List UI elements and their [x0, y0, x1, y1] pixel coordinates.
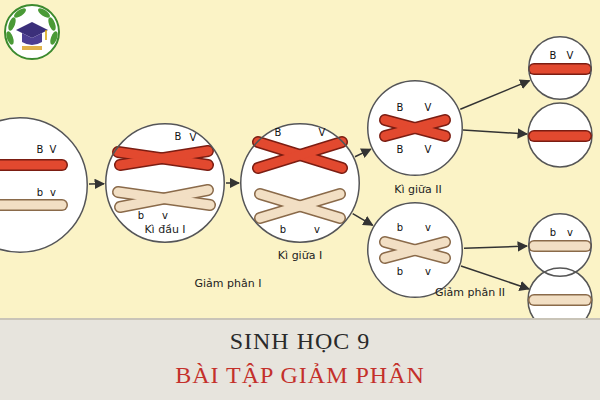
- cell-outline: [367, 202, 463, 298]
- cell-membrane: [368, 81, 463, 176]
- cell-membrane: [368, 203, 463, 298]
- cell-circle: B V B V: [367, 80, 463, 176]
- banner-caption: BÀI TẬP GIẢM PHÂN: [0, 362, 600, 389]
- cell-circle: BV: [528, 36, 592, 100]
- cell-membrane: [529, 214, 592, 277]
- allele-letter: v: [425, 266, 431, 278]
- stage-arrow: [226, 182, 239, 184]
- allele-letter: v: [50, 187, 56, 199]
- cell-circle: BVbv: [0, 117, 88, 253]
- allele-letter: B: [275, 127, 282, 139]
- allele-letter: V: [50, 144, 57, 156]
- allele-letter: B: [550, 50, 557, 62]
- cell-circle: BVbvKì giữa I: [240, 123, 360, 243]
- cell-outline: [240, 123, 360, 243]
- allele-letter: v: [567, 227, 573, 239]
- cell-membrane: [241, 124, 360, 243]
- allele-letter: b: [37, 187, 43, 199]
- allele-letter: v: [425, 222, 431, 234]
- stage-arrow: [355, 149, 371, 157]
- cell-circle: b v b v: [367, 202, 463, 298]
- allele-letter: b: [397, 266, 403, 278]
- allele-letter: V: [425, 102, 432, 114]
- allele-letter: V: [190, 132, 197, 144]
- cell-circle: BVb v Kì đầu I: [105, 123, 225, 243]
- cell-outline: [367, 80, 463, 176]
- allele-letter: B: [397, 144, 404, 156]
- title-banner: SINH HỌC 9 BÀI TẬP GIẢM PHÂN: [0, 318, 600, 400]
- allele-letter: b: [280, 224, 286, 236]
- allele-letter: V: [425, 144, 432, 156]
- cell-outline: [528, 213, 592, 277]
- allele-letter: v: [314, 224, 320, 236]
- stage-arrow: [353, 214, 373, 226]
- allele-letter: b: [550, 227, 556, 239]
- allele-letter: b: [138, 210, 144, 222]
- stage-label: Giảm phân I: [195, 277, 262, 290]
- stage-label: Kì giữa II: [394, 183, 442, 196]
- stage-arrow: [89, 183, 104, 185]
- cell-membrane: [529, 37, 592, 100]
- logo: [5, 5, 59, 59]
- allele-letter: V: [319, 127, 326, 139]
- cell-circle: bv: [528, 213, 592, 277]
- stage-label: Giảm phân II: [435, 286, 505, 299]
- cell-membrane: [0, 118, 87, 253]
- allele-letter: v: [162, 210, 168, 222]
- allele-letter: V: [567, 50, 574, 62]
- cell-outline: [528, 36, 592, 100]
- stage-arrow: [464, 246, 527, 248]
- allele-letter: B: [175, 131, 182, 143]
- stage-caption: Kì giữa I: [278, 250, 322, 262]
- allele-letter: B: [37, 144, 44, 156]
- cell-outline: [0, 117, 88, 253]
- allele-letter: B: [397, 102, 404, 114]
- stage-arrow: [460, 81, 529, 110]
- banner-title: SINH HỌC 9: [0, 328, 600, 355]
- cell-membrane: [106, 124, 225, 243]
- stage-caption: Kì đầu I: [144, 224, 185, 236]
- allele-letter: b: [397, 222, 403, 234]
